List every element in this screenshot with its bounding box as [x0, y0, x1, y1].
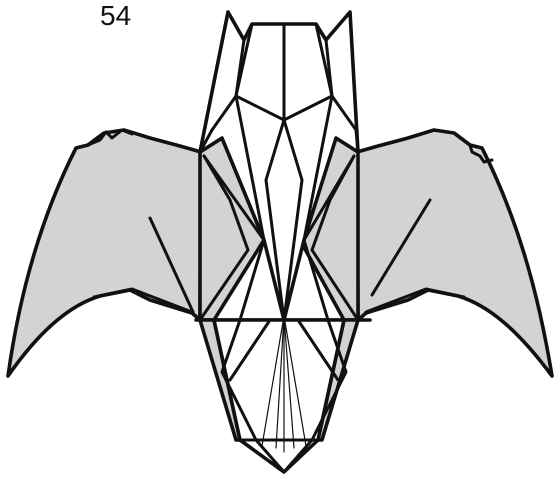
- left-wing: [8, 130, 201, 376]
- right-shoulder-fold: [356, 130, 358, 152]
- right-wing: [357, 130, 552, 376]
